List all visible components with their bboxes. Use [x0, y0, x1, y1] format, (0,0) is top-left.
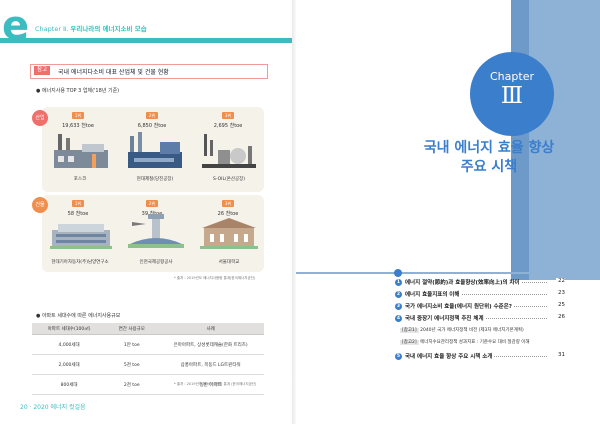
chapter-header: Chapter Ⅱ. 우리나라의 에너지소비 모습 [35, 23, 147, 33]
toc-sub-item[interactable]: [참고2] 에너지수요관리정책 성과지표 : 기준수요 대비 절감량 이해 [400, 340, 530, 345]
decor-bar-light [529, 0, 600, 280]
table-cell: 800세대 [32, 374, 107, 395]
industry-rank-3: 3위 [222, 112, 234, 119]
table-header-households: 아파트 세대수(100㎡) [32, 323, 107, 335]
building-rank-2: 2위 [146, 200, 158, 207]
industry-name-2: 현대제철(당진공장) [136, 177, 174, 182]
chapter-label: Chapter Ⅱ. [35, 25, 69, 33]
table-row: 4,000세대 1만 toe 은마아파트, 상성롯데캐슬(한화 트리즈) [32, 334, 264, 355]
hyundai-research-center-illustration [50, 224, 112, 249]
building-value-1: 58 천toe [67, 211, 89, 217]
apartment-energy-table: 아파트 세대수(100㎡) 연간 사용규모 사례 4,000세대 1만 toe … [32, 323, 264, 395]
title-line-2: 주요 시책 [460, 159, 518, 175]
industry-rank-2: 2위 [146, 112, 158, 119]
s-oil-plant-illustration [202, 134, 256, 168]
divider-dot [394, 269, 402, 277]
table-row: 2,000세대 5천 toe 삼풍아파트, 목동드 LG트윈타워 [32, 354, 264, 375]
table-cell: 2천 toe [106, 374, 158, 395]
table-cell: 삼풍아파트, 목동드 LG트윈타워 [157, 354, 264, 375]
building-tag: 건물 [32, 197, 48, 213]
industry-panel [42, 107, 264, 192]
table-cell: 은마아파트, 상성롯데캐슬(한화 트리즈) [157, 334, 264, 355]
bullet-top3: ● 에너지사용 TOP 3 업체('18년 기준) [36, 88, 120, 94]
industry-tag: 산업 [32, 110, 48, 126]
source-note-2: * 출처 : 2019년도 에너지사용량 통계 (한국에너지공단) [174, 382, 257, 386]
toc-page: 23 [556, 290, 565, 296]
section-title: 국내 에너지다소비 대표 산업체 및 건물 현황 [58, 69, 169, 76]
chapter-circle [470, 52, 554, 136]
building-name-2: 인천국제공항공사 [139, 260, 173, 265]
toc-page: 31 [556, 352, 565, 358]
industry-value-3: 2,695 천toe [213, 123, 243, 129]
toc-page: 22 [556, 278, 565, 284]
building-value-3: 26 천toe [217, 211, 239, 217]
header-logo-letter: e [2, 3, 30, 49]
bullet-apartment: ● 아파트 세대수에 따른 에너지사용규모 [36, 313, 121, 319]
building-name-3: 서울대학교 [218, 260, 240, 265]
industry-rank-1: 1위 [72, 112, 84, 119]
table-header-examples: 사례 [157, 323, 264, 335]
hyundai-steel-illustration [128, 132, 182, 168]
table-cell: 2,000세대 [32, 354, 107, 375]
table-cell: 5천 toe [106, 354, 158, 375]
section-title-box [30, 64, 268, 79]
table-cell: 일반 아파트 [157, 374, 264, 395]
chapter-big-title: 국내 에너지 효율 향상 주요 시책 [394, 139, 584, 177]
chapter-word: Chapter [490, 70, 534, 83]
seoul-univ-illustration [200, 218, 258, 249]
industry-name-1: 포스코 [73, 177, 87, 182]
table-header-usage: 연간 사용규모 [106, 323, 158, 335]
building-name-1: 현대기아자동차(주)남양연구소 [51, 260, 109, 265]
header-line [0, 38, 296, 43]
toc-sub-item[interactable]: [참고1] 2040년 국가 에너지정책 비전 (제3차 에너지기본계획) [400, 328, 524, 333]
industry-value-2: 6,850 천toe [137, 123, 167, 129]
chapter-title: 우리나라의 에너지소비 모습 [70, 25, 147, 33]
building-rank-3: 3위 [222, 200, 234, 207]
table-row: 800세대 2천 toe 일반 아파트 [32, 374, 264, 395]
posco-factory-illustration [54, 134, 108, 168]
incheon-airport-illustration [128, 214, 184, 248]
toc-page: 25 [556, 302, 565, 308]
toc-page: 26 [556, 314, 565, 320]
industry-name-3: S-OIL(온산공장) [212, 177, 246, 182]
building-rank-1: 1위 [72, 200, 84, 207]
page-footer: 20 · 2020 에너지 컷걸음 [20, 404, 86, 411]
source-note-1: * 출처 : 2019년도 에너지사용량 통계(한국에너지공단) [174, 276, 256, 280]
chapter-number: Ⅲ [500, 83, 524, 109]
table-header-row: 아파트 세대수(100㎡) 연간 사용규모 사례 [32, 323, 264, 335]
table-cell: 4,000세대 [32, 334, 107, 355]
divider-line [296, 272, 600, 274]
section-tag: 참고 [34, 66, 51, 75]
industry-value-1: 19,633 천toe [62, 123, 94, 129]
title-line-1: 국내 에너지 효율 향상 [423, 140, 555, 156]
table-cell: 1만 toe [106, 334, 158, 355]
